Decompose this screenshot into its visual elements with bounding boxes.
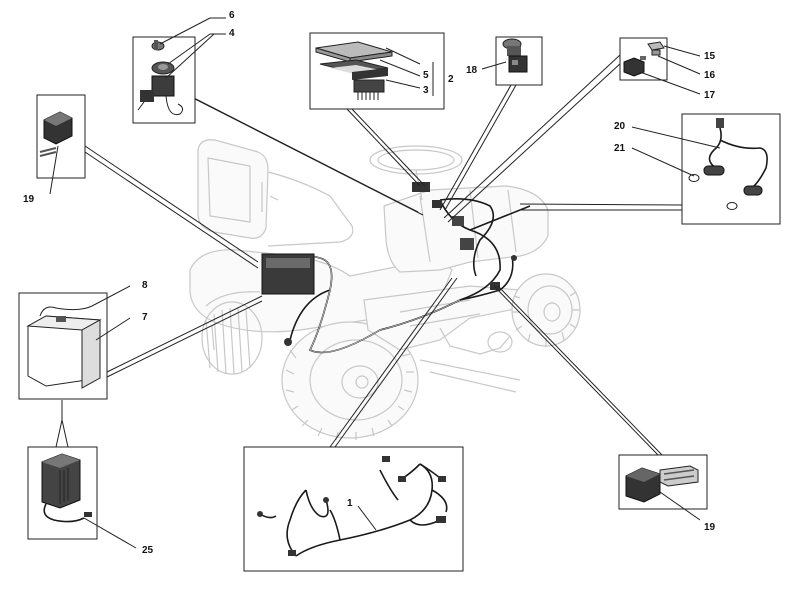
leader-7 (95, 317, 131, 341)
callout-19-right: 19 (704, 522, 716, 533)
fuse-box-box (309, 32, 445, 110)
leader-4b (165, 33, 215, 79)
leader-19-left (49, 145, 59, 195)
ignition-switch-box (132, 36, 196, 124)
tractor-outline (189, 139, 581, 441)
seat-switch-box (495, 36, 543, 86)
leader-25 (83, 517, 137, 549)
callout-4: 4 (229, 28, 235, 39)
charger-box (27, 446, 98, 540)
leader-20 (631, 126, 721, 149)
callout-8: 8 (142, 280, 148, 291)
callout-19-left: 19 (23, 194, 35, 205)
leader-1 (357, 505, 377, 531)
callout-15: 15 (704, 51, 716, 62)
switch-box-left (36, 94, 86, 179)
leader-21 (631, 147, 695, 177)
battery-box (18, 292, 108, 400)
leader-16 (657, 55, 701, 75)
callout-20: 20 (614, 121, 626, 132)
callout-numbers: 6 4 5 2 3 18 15 16 17 20 21 19 8 7 1 19 … (23, 10, 716, 556)
wiring-harness-box (243, 446, 464, 572)
callout-7: 7 (142, 312, 148, 323)
leader-8 (91, 285, 131, 307)
leader-5 (385, 47, 421, 65)
wiring-harness-on-tractor (261, 182, 531, 354)
callout-18: 18 (466, 65, 478, 76)
leader-17 (639, 71, 701, 95)
callout-2: 2 (448, 74, 454, 85)
callout-3: 3 (423, 85, 429, 96)
lights-box (681, 113, 781, 225)
callout-16: 16 (704, 70, 716, 81)
leader-lines (55, 54, 683, 456)
callout-6: 6 (229, 10, 235, 21)
callout-25: 25 (142, 545, 154, 556)
switch-box-right (618, 454, 708, 510)
callout-5: 5 (423, 70, 429, 81)
leader-3 (385, 79, 421, 89)
leader-4a (167, 33, 211, 65)
callout-1: 1 (347, 498, 353, 509)
leader-18 (481, 61, 507, 70)
leader-19-right (659, 491, 701, 521)
callout-21: 21 (614, 143, 626, 154)
callout-17: 17 (704, 90, 716, 101)
leader-6 (159, 17, 211, 45)
leader-15 (663, 45, 701, 57)
